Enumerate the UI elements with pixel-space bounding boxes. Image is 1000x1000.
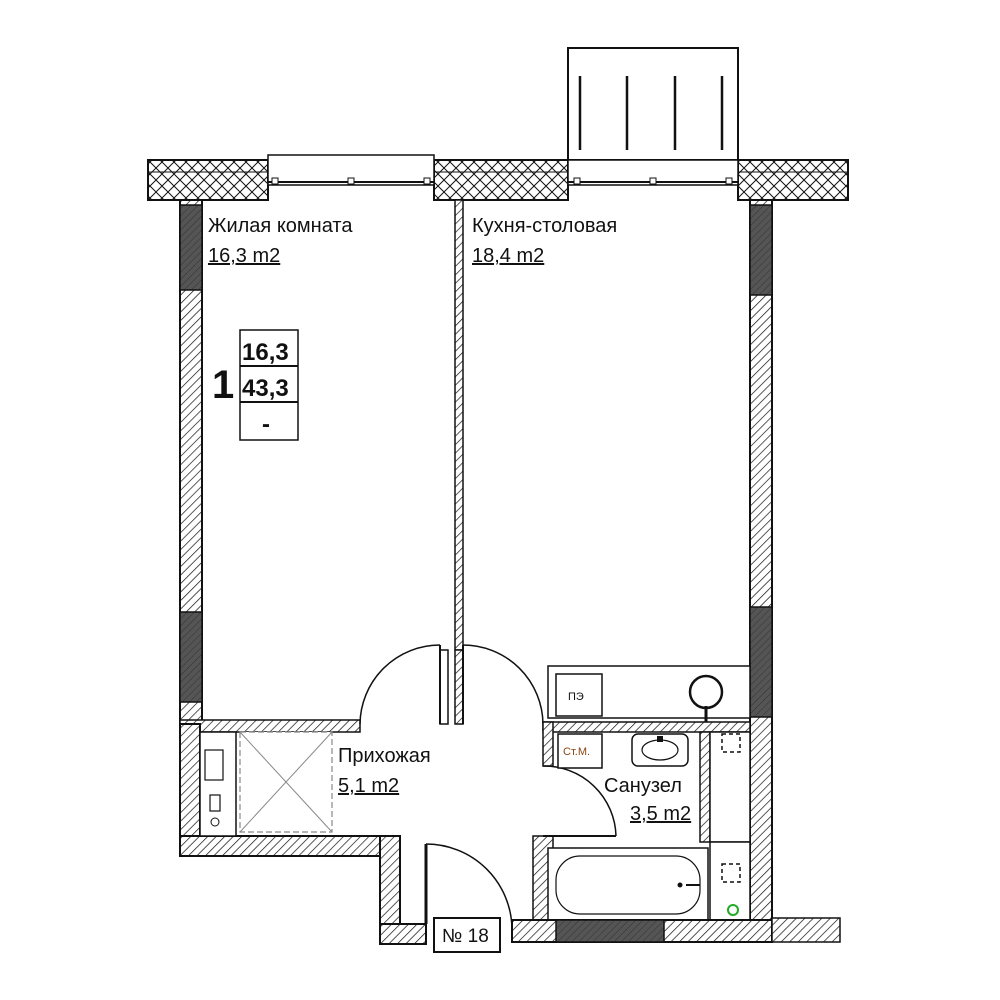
closet-area: [239, 731, 333, 833]
area-summary: 1 16,3 43,3 -: [212, 329, 299, 441]
bathroom-name: Санузел: [604, 775, 682, 797]
panel-label: ПЭ: [568, 691, 584, 703]
bathtub: [547, 847, 709, 921]
total-area-value: 43,3: [242, 375, 289, 402]
wall-left: [179, 199, 203, 726]
balcony: [567, 47, 739, 186]
living-area-value: 16,3: [242, 339, 289, 366]
entrance-door: [424, 843, 513, 931]
living-room-area: 16,3 m2: [208, 245, 280, 267]
kitchen-counter: [547, 665, 751, 722]
hall-name: Прихожая: [338, 745, 431, 767]
exterior-wall-top: [147, 159, 849, 201]
vent-shaft-upper: [721, 733, 741, 753]
partition-living-kitchen: [439, 199, 464, 725]
door-bathroom: [542, 765, 617, 837]
door-living: [359, 644, 441, 725]
wall-living-hall: [179, 719, 361, 733]
wall-bottom: [511, 917, 841, 943]
apartment-number: № 18: [442, 926, 489, 947]
balcony-value: -: [262, 411, 270, 438]
washing-machine: [557, 733, 603, 769]
kitchen-name: Кухня-столовая: [472, 215, 617, 237]
living-room-name: Жилая комната: [208, 215, 353, 237]
kitchen-area: 18,4 m2: [472, 245, 544, 267]
vent-shaft-lower: [721, 863, 741, 883]
wardrobe: [199, 731, 237, 837]
wall-bathroom: [532, 721, 751, 927]
window-living: [267, 154, 435, 186]
vent-dot-icon: [727, 904, 739, 916]
door-kitchen: [462, 644, 544, 725]
hall-area: 5,1 m2: [338, 775, 399, 797]
bathroom-area: 3,5 m2: [630, 803, 691, 825]
rooms-count: 1: [212, 363, 234, 407]
apartment-number-box: № 18: [433, 917, 501, 953]
bathroom-sink: [631, 733, 689, 767]
wall-right: [749, 199, 773, 921]
washer-label: Ст.М.: [563, 746, 590, 758]
